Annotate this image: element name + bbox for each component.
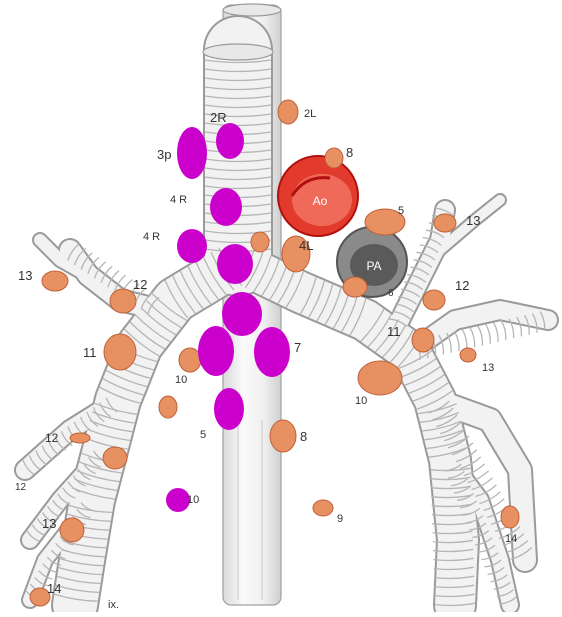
node-2r-highlight (216, 123, 244, 159)
node-13l (434, 214, 456, 232)
label-5-lower: 5 (200, 429, 206, 441)
label-4r-lower: 4 R (143, 231, 160, 243)
node-13r-lower (60, 518, 84, 542)
aorta: Ao (278, 156, 358, 236)
label-13r: 13 (18, 268, 32, 283)
node-13r (42, 271, 68, 291)
label-bottom: ix. (108, 599, 119, 611)
label-13l-lower: 13 (482, 362, 494, 374)
node-12r-lower (70, 433, 90, 443)
node-4r-small (251, 232, 269, 252)
node-10r-highlight (217, 244, 253, 284)
label-2l: 2L (304, 108, 316, 120)
node-3a (325, 148, 343, 168)
node-10r-small (159, 396, 177, 418)
label-6: 6 (388, 288, 394, 299)
bronchial-tree (23, 4, 548, 605)
label-4r-upper: 4 R (170, 194, 187, 206)
node-10l (358, 361, 402, 395)
label-4l: 4L (299, 238, 313, 253)
label-13l: 13 (466, 213, 480, 228)
label-10r: 10 (175, 374, 187, 386)
label-11r: 11 (83, 345, 97, 360)
node-13l-lower (460, 348, 476, 362)
label-2r: 2R (210, 110, 227, 125)
aorta-label: Ao (313, 194, 328, 208)
node-6 (343, 277, 367, 297)
node-10r (179, 348, 201, 372)
label-14l: 14 (505, 533, 517, 545)
label-3p: 3p (157, 147, 171, 162)
label-11l: 11 (387, 324, 401, 339)
label-9: 9 (337, 513, 343, 525)
node-8 (270, 420, 296, 452)
label-12r-small: 12 (15, 482, 27, 493)
label-7: 7 (294, 340, 301, 355)
label-13r-lower: 13 (42, 516, 56, 531)
node-10-highlight (198, 326, 234, 376)
label-12r-lower: 12 (45, 431, 59, 445)
label-3a: 8 (346, 145, 353, 160)
label-12l: 12 (455, 278, 469, 293)
label-5: 5 (398, 205, 404, 217)
pulmonary-artery-label: PA (366, 259, 381, 273)
label-8: 8 (300, 429, 307, 444)
label-10l: 10 (355, 395, 367, 407)
node-11r-lower (103, 447, 127, 469)
node-8-highlight (214, 388, 244, 430)
node-7-highlight (222, 292, 262, 336)
node-11l (412, 328, 434, 352)
node-12l (423, 290, 445, 310)
node-11r (104, 334, 136, 370)
node-4r-lower-highlight (177, 229, 207, 263)
label-12r: 12 (133, 277, 147, 292)
node-12r (110, 289, 136, 313)
label-10-center: 10 (187, 494, 199, 506)
node-3p-highlight (177, 127, 207, 179)
node-2l (278, 100, 298, 124)
node-14l (501, 506, 519, 528)
label-14r: 14 (47, 581, 61, 596)
node-7b-highlight (254, 327, 290, 377)
node-4r-upper-highlight (210, 188, 242, 226)
node-9 (313, 500, 333, 516)
